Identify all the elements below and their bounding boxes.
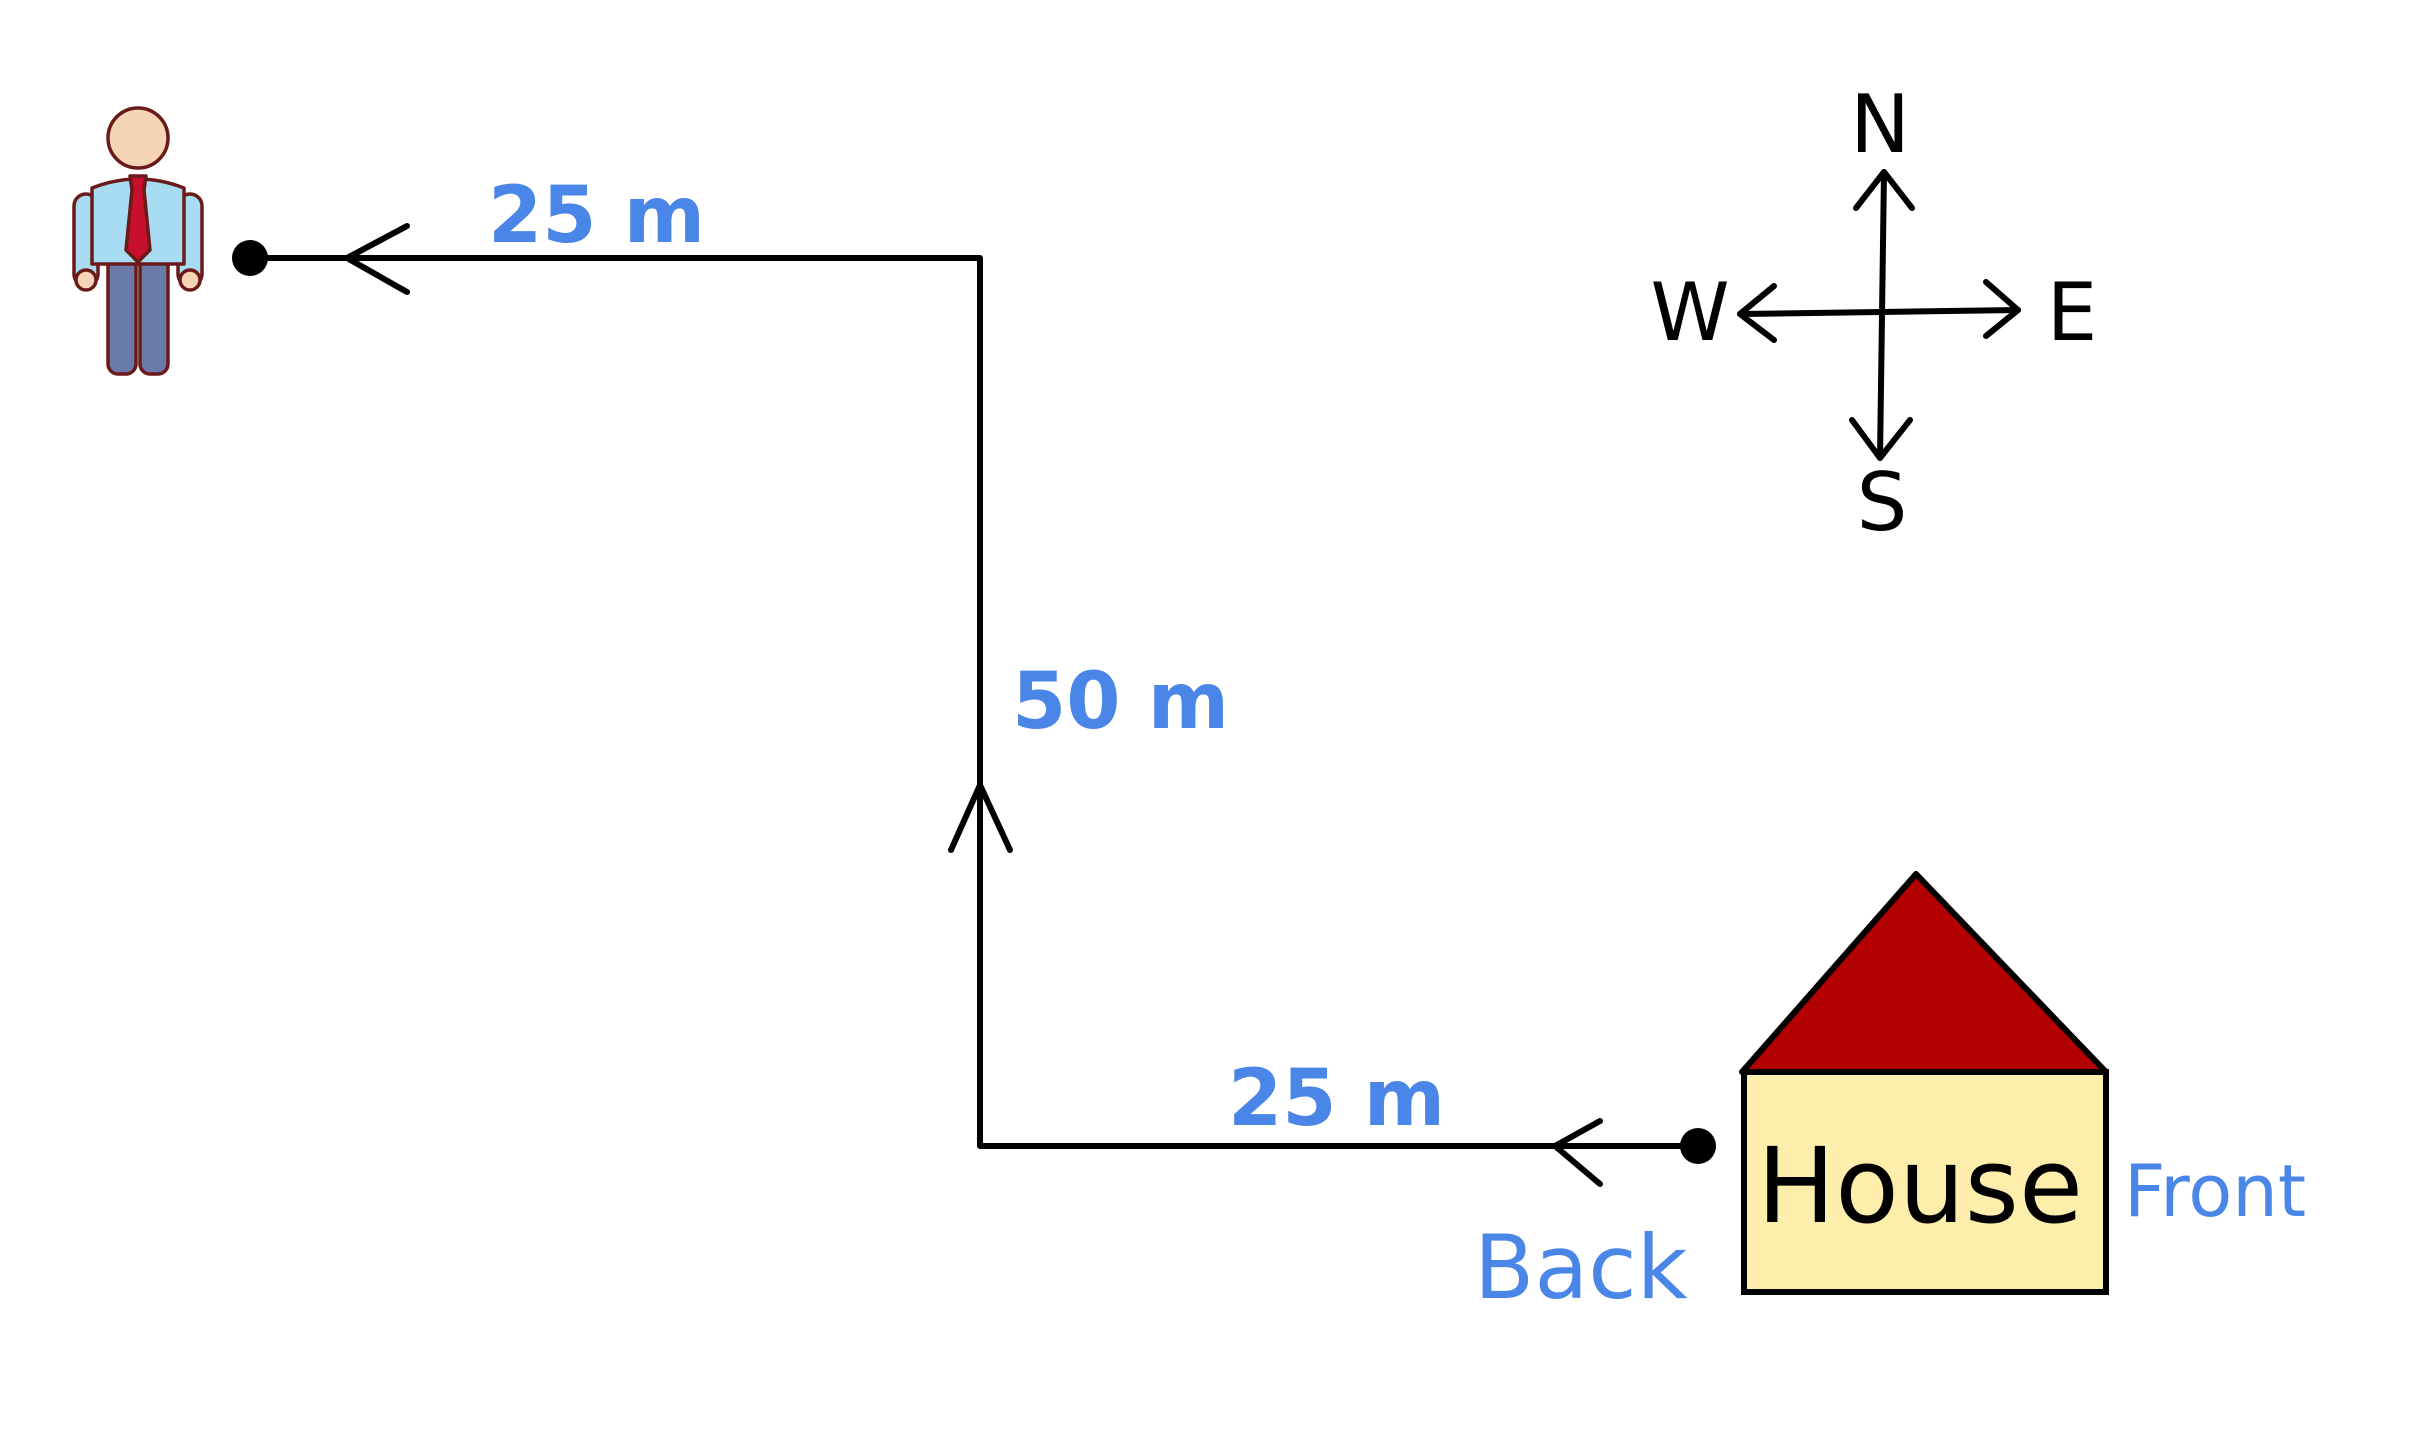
compass-west-label: W <box>1650 266 1729 359</box>
back-label: Back <box>1474 1216 1688 1319</box>
arrowhead-west-top <box>344 223 410 295</box>
distance-label-top: 25 m <box>488 171 705 261</box>
compass-south-arrowhead <box>1849 417 1913 461</box>
end-point <box>232 240 268 276</box>
distance-label-bottom: 25 m <box>1228 1054 1445 1144</box>
route-path <box>232 223 1716 1187</box>
compass-north-arrowhead <box>1853 169 1915 211</box>
compass-rose: N S W E <box>1650 78 2097 549</box>
front-label: Front <box>2124 1149 2306 1233</box>
person-icon <box>72 106 204 376</box>
arrowhead-west-bottom <box>1552 1118 1603 1187</box>
house-wall <box>1741 1069 2109 1295</box>
compass-vertical-line <box>1877 169 1887 461</box>
compass-north-label: N <box>1850 78 1910 171</box>
route-line <box>247 255 1701 1149</box>
compass-west-arrowhead <box>1737 283 1777 343</box>
compass-east-label: E <box>2047 266 2098 359</box>
compass-horizontal-line <box>1737 307 2021 317</box>
house-label: House <box>1757 1125 2083 1247</box>
house: House <box>1739 871 2109 1295</box>
compass-south-label: S <box>1857 456 1908 549</box>
house-roof <box>1739 871 2109 1075</box>
arrowhead-north <box>948 782 1013 853</box>
distance-label-middle: 50 m <box>1012 657 1229 747</box>
compass-east-arrowhead <box>1983 279 2021 339</box>
start-point <box>1680 1128 1716 1164</box>
